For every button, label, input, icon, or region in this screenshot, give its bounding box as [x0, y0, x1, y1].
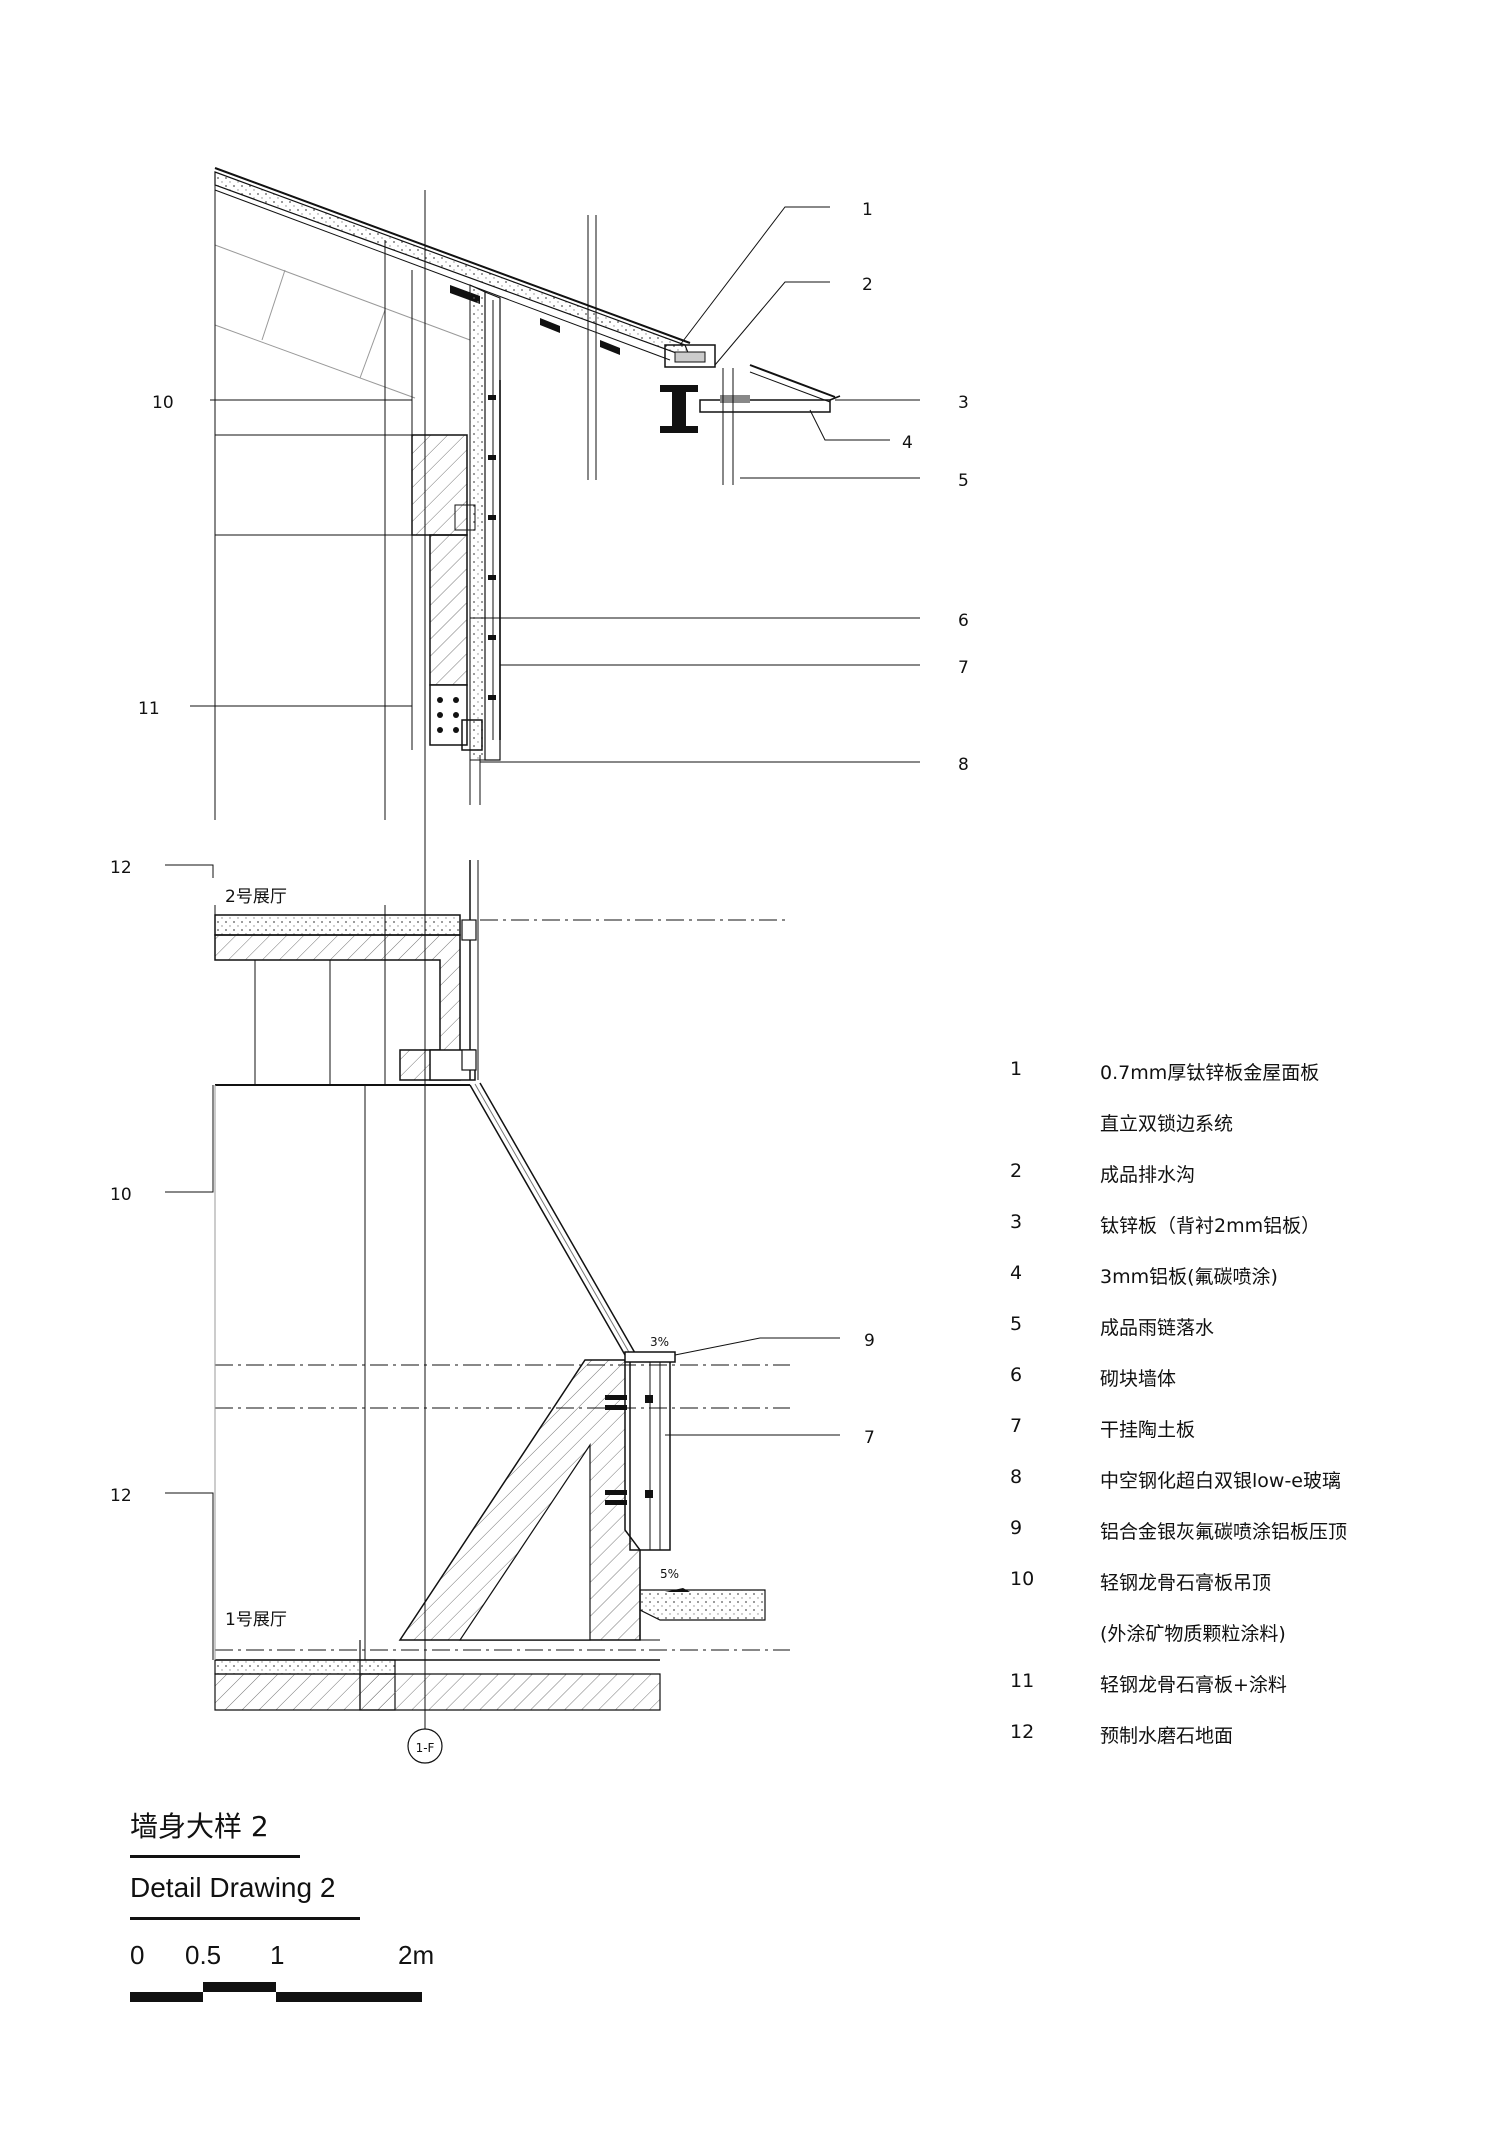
scale-segment [276, 1992, 422, 2002]
grid-line-1f: 1-F [407, 190, 443, 1764]
section-drawing: 1-F 3% 5% 2号展厅 1号展厅 1 2 3 4 5 6 7 8 9 [110, 167, 969, 1764]
callout-12-upper: 12 [110, 858, 132, 878]
lower-wall [215, 1351, 790, 1641]
legend-num: 6 [1010, 1364, 1023, 1386]
legend: 1 0.7mm厚钛锌板金屋面板 直立双锁边系统 2 成品排水沟 3 钛锌板（背衬2mm… [1000, 1058, 1460, 1772]
legend-text: (外涂矿物质颗粒涂料) [1100, 1623, 1286, 1645]
callout-5: 5 [958, 471, 969, 491]
legend-text: 中空钢化超白双银low-e玻璃 [1100, 1470, 1341, 1492]
scale-label-1: 1 [270, 1940, 285, 1970]
leader-lines [165, 206, 920, 1660]
floor-slab-lower [214, 1085, 790, 1711]
legend-item: 直立双锁边系统 [1000, 1109, 1460, 1160]
legend-text: 预制水磨石地面 [1100, 1725, 1234, 1747]
legend-item: 9 铝合金银灰氟碳喷涂铝板压顶 [1000, 1517, 1460, 1568]
room-label-upper: 2号展厅 [225, 887, 287, 907]
scale-segment [203, 1982, 276, 1992]
legend-num: 10 [1010, 1568, 1035, 1590]
floor-slab-upper [214, 860, 790, 1086]
slope-label-1: 3% [650, 1335, 669, 1349]
scale-label-05: 0.5 [185, 1940, 222, 1970]
masonry-wall-upper [411, 434, 483, 805]
callout-7-lower: 7 [864, 1428, 875, 1448]
roof-assembly [214, 167, 841, 761]
legend-item: 12 预制水磨石地面 [1000, 1721, 1460, 1772]
title-rule [130, 1917, 360, 1920]
slope-label-2: 5% [660, 1567, 679, 1581]
legend-item: 7 干挂陶土板 [1000, 1415, 1460, 1466]
callout-6: 6 [958, 611, 969, 631]
legend-text: 直立双锁边系统 [1100, 1113, 1234, 1135]
ceiling-lines-upper [214, 185, 426, 1760]
legend-item: 11 轻钢龙骨石膏板+涂料 [1000, 1670, 1460, 1721]
legend-item: 3 钛锌板（背衬2mm铝板） [1000, 1211, 1460, 1262]
legend-num: 9 [1010, 1517, 1023, 1539]
legend-item: 1 0.7mm厚钛锌板金屋面板 [1000, 1058, 1460, 1109]
callout-4: 4 [902, 433, 913, 453]
legend-text: 轻钢龙骨石膏板+涂料 [1100, 1674, 1287, 1696]
inclined-glazing [469, 1082, 636, 1356]
legend-text: 砌块墙体 [1100, 1368, 1177, 1390]
callout-9: 9 [864, 1331, 875, 1351]
legend-item: 5 成品雨链落水 [1000, 1313, 1460, 1364]
legend-text: 成品雨链落水 [1100, 1317, 1215, 1339]
title-rule [130, 1855, 300, 1858]
legend-num: 1 [1010, 1058, 1023, 1080]
legend-text: 铝合金银灰氟碳喷涂铝板压顶 [1100, 1521, 1348, 1543]
legend-text: 3mm铝板(氟碳喷涂) [1100, 1266, 1278, 1288]
legend-text: 钛锌板（背衬2mm铝板） [1100, 1215, 1321, 1237]
legend-num: 2 [1010, 1160, 1023, 1182]
callout-11: 11 [138, 699, 160, 719]
drawing-title-en: Detail Drawing 2 [130, 1872, 336, 1903]
callout-1: 1 [862, 200, 873, 220]
scale-bar: 0 0.5 1 2m [130, 1940, 450, 2020]
legend-item: 8 中空钢化超白双银low-e玻璃 [1000, 1466, 1460, 1517]
legend-num: 5 [1010, 1313, 1023, 1335]
callout-7-upper: 7 [958, 658, 969, 678]
legend-item: 2 成品排水沟 [1000, 1160, 1460, 1211]
legend-num: 4 [1010, 1262, 1023, 1284]
legend-text: 干挂陶土板 [1100, 1419, 1196, 1441]
legend-num: 3 [1010, 1211, 1023, 1233]
legend-item: 4 3mm铝板(氟碳喷涂) [1000, 1262, 1460, 1313]
legend-text: 0.7mm厚钛锌板金屋面板 [1100, 1062, 1320, 1084]
legend-num: 7 [1010, 1415, 1023, 1437]
room-label-lower: 1号展厅 [225, 1610, 287, 1630]
callout-2: 2 [862, 275, 873, 295]
legend-item: (外涂矿物质颗粒涂料) [1000, 1619, 1460, 1670]
grid-bubble-label: 1-F [416, 1741, 435, 1755]
scale-label-2m: 2m [398, 1940, 435, 1970]
legend-num: 12 [1010, 1721, 1035, 1743]
callout-8: 8 [958, 755, 969, 775]
callout-10-lower: 10 [110, 1185, 132, 1205]
drawing-title-cn: 墙身大样 2 [130, 1810, 269, 1843]
callout-12-lower: 12 [110, 1486, 132, 1506]
scale-segment [130, 1992, 203, 2002]
callout-3: 3 [958, 393, 969, 413]
scale-label-0: 0 [130, 1940, 145, 1970]
callout-10-upper: 10 [152, 393, 174, 413]
callout-labels: 1 2 3 4 5 6 7 8 9 7 10 11 12 10 12 [110, 200, 969, 1506]
legend-item: 10 轻钢龙骨石膏板吊顶 [1000, 1568, 1460, 1619]
legend-text: 轻钢龙骨石膏板吊顶 [1100, 1572, 1272, 1594]
legend-num: 8 [1010, 1466, 1023, 1488]
grid-bubble [407, 1728, 443, 1764]
steel-beam [660, 385, 698, 433]
legend-item: 6 砌块墙体 [1000, 1364, 1460, 1415]
legend-text: 成品排水沟 [1100, 1164, 1196, 1186]
legend-num: 11 [1010, 1670, 1035, 1692]
